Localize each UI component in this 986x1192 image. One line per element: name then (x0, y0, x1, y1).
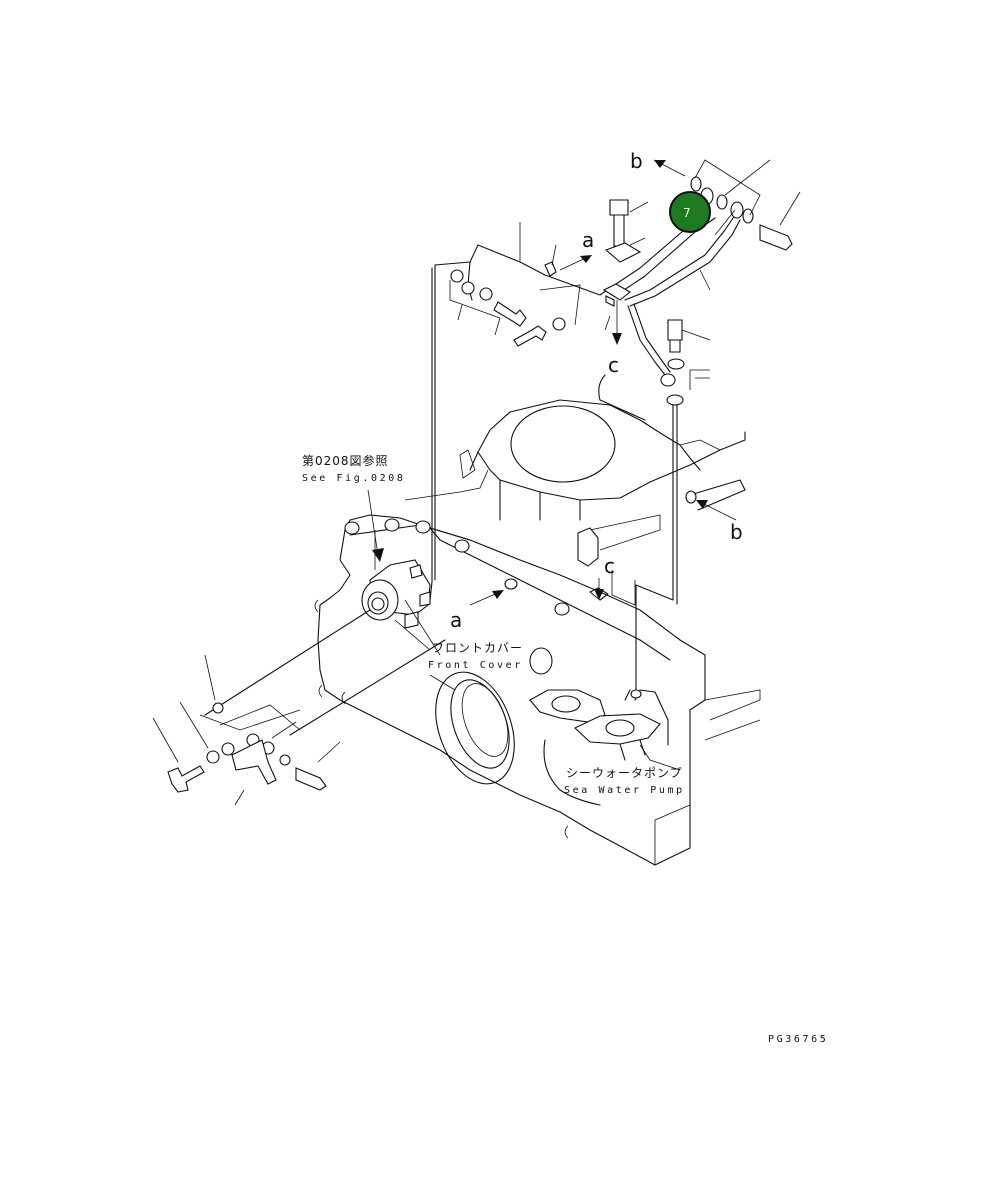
sea-water-pump (529, 689, 669, 806)
arrow-label-b-right: b (730, 520, 743, 544)
pipe-assembly-b (602, 159, 801, 691)
arrow-label-a-mid: a (450, 608, 462, 632)
callout-number: 7 (683, 206, 691, 220)
arrow-label-c-top: c (608, 353, 619, 377)
upper-housing (459, 374, 746, 606)
arrow-label-c-mid: c (604, 554, 615, 578)
see-fig-reference-jp: 第0208図参照 (302, 453, 389, 468)
front-cover-label-en: Front Cover (428, 660, 523, 671)
front-cover-body (314, 514, 761, 866)
callout-7[interactable]: 7 (669, 191, 711, 233)
sea-water-pump-label-en: Sea Water Pump (564, 785, 685, 796)
sea-water-pump-label-jp: シーウォータポンプ (566, 766, 683, 780)
pipe-assembly-a (404, 222, 611, 606)
direction-arrows (367, 159, 737, 771)
pump-unit (361, 530, 441, 656)
front-cover-label-jp: フロントカバー (432, 641, 523, 655)
arrow-label-b-top: b (630, 149, 643, 173)
callout-circle[interactable] (669, 191, 711, 233)
see-fig-reference-en: See Fig.0208 (302, 473, 405, 484)
drawing-number: PG36765 (768, 1034, 828, 1045)
lower-bracket-hardware (152, 609, 446, 806)
arrow-label-a-top: a (582, 228, 594, 252)
